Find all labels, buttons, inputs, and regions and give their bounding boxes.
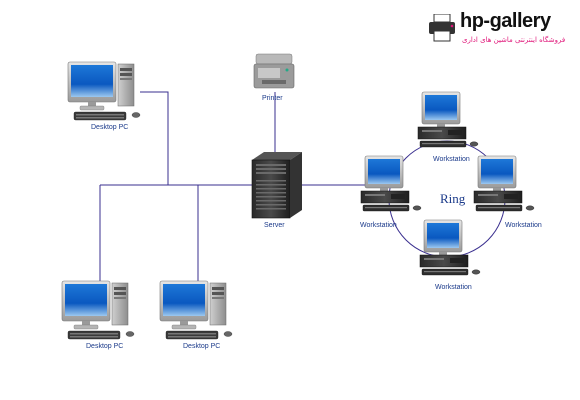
desktop-pc-top — [67, 61, 141, 121]
server-label: Server — [264, 222, 285, 229]
ring-label: Ring — [440, 191, 466, 206]
workstation-top — [417, 91, 479, 148]
desktop-pc-top-label: Desktop PC — [91, 124, 129, 131]
workstation-left — [360, 155, 422, 212]
desktop-pc-bottom-right-label: Desktop PC — [183, 343, 221, 350]
desktop-pc-bottom-right — [159, 280, 233, 340]
workstation-bottom — [419, 219, 481, 276]
hp-gallery-logo: hp-gallery فروشگاه اینترنتی ماشین های اد… — [428, 10, 565, 52]
workstation-right-label: Workstation — [505, 222, 542, 229]
printer-icon — [253, 53, 295, 89]
logo-subtitle: فروشگاه اینترنتی ماشین های اداری — [462, 36, 566, 44]
logo-title: hp-gallery — [460, 10, 551, 32]
desktop-pc-bottom-left-label: Desktop PC — [86, 343, 124, 350]
connection-lines — [99, 91, 388, 290]
workstation-right — [473, 155, 535, 212]
workstation-top-label: Workstation — [433, 156, 470, 163]
printer-label: Printer — [262, 95, 283, 102]
desktop-pc-bottom-left — [61, 280, 135, 340]
link-desktop-top — [140, 91, 169, 185]
workstation-bottom-label: Workstation — [435, 284, 472, 291]
server-icon — [251, 152, 302, 219]
printer-logo-icon — [429, 14, 455, 42]
workstation-left-label: Workstation — [360, 222, 397, 229]
